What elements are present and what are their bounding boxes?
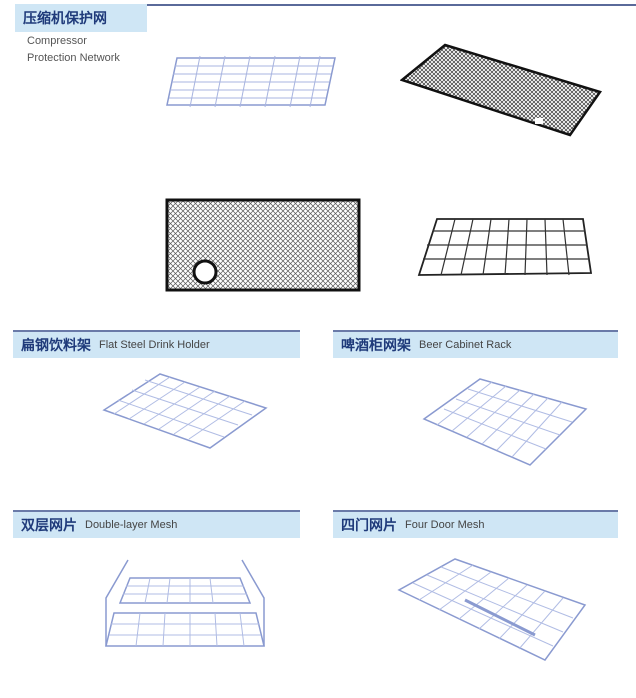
black-mesh-panel-image [400, 43, 603, 137]
section-header-four-door: 四门网片 Four Door Mesh [333, 510, 618, 538]
drink-holder-image [102, 373, 268, 449]
section-title-en: Double-layer Mesh [85, 519, 178, 531]
section-header-drink-holder: 扁钢饮料架 Flat Steel Drink Holder [13, 330, 300, 358]
wire-grid-image [166, 55, 336, 108]
section-title-en: Flat Steel Drink Holder [99, 339, 210, 351]
section-title-cn: 双层网片 [21, 517, 77, 533]
top-rule [15, 4, 636, 6]
section-title-cn: 扁钢饮料架 [21, 337, 91, 353]
black-mesh-panel-with-hole-image [165, 198, 361, 292]
double-layer-mesh-image [105, 559, 265, 647]
section-header-double-layer: 双层网片 Double-layer Mesh [13, 510, 300, 538]
section-title-cn: 四门网片 [341, 517, 397, 533]
beer-rack-image [422, 378, 588, 466]
section-header-compressor: 压缩机保护网 [15, 4, 147, 32]
section-title-en: Four Door Mesh [405, 519, 485, 531]
section-title-cn: 啤酒柜网架 [341, 337, 411, 353]
four-door-mesh-image [397, 558, 587, 661]
section-subtitle: Compressor [27, 35, 87, 47]
section-subtitle: Protection Network [27, 52, 120, 64]
section-title-en: Beer Cabinet Rack [419, 339, 512, 351]
section-header-beer-rack: 啤酒柜网架 Beer Cabinet Rack [333, 330, 618, 358]
section-title-cn: 压缩机保护网 [23, 10, 107, 26]
black-wire-grid-image [417, 218, 593, 276]
